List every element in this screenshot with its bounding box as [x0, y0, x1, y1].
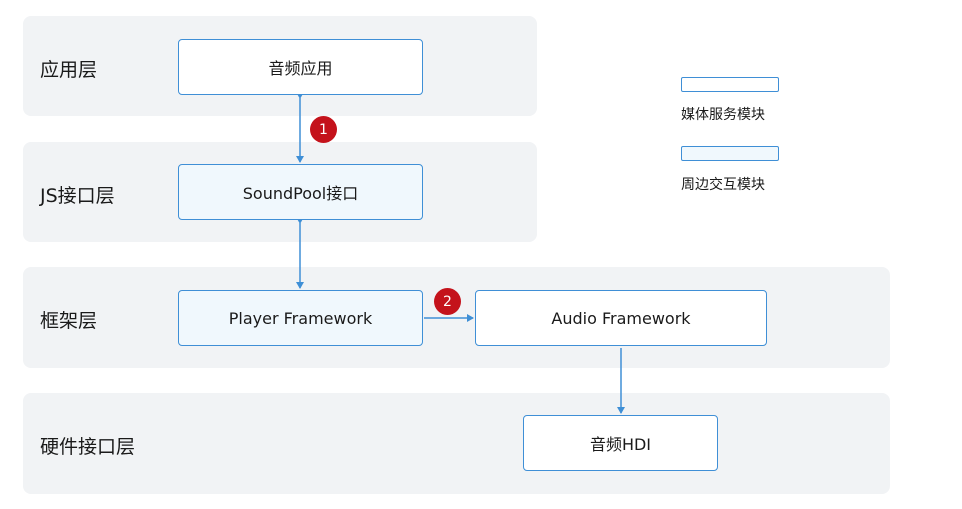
layer-label-js: JS接口层	[40, 185, 115, 207]
layer-label-framework: 框架层	[40, 310, 98, 332]
module-soundpool: SoundPool接口	[178, 164, 423, 220]
module-player-framework: Player Framework	[178, 290, 423, 346]
legend-swatch-media-service	[681, 77, 779, 92]
legend-label-media-service: 媒体服务模块	[681, 107, 765, 123]
layer-label-hardware: 硬件接口层	[40, 436, 136, 458]
step-badge-2: 2	[434, 288, 461, 315]
layer-hardware	[23, 393, 890, 494]
module-audio-framework: Audio Framework	[475, 290, 767, 346]
layer-label-app: 应用层	[40, 59, 98, 81]
legend-swatch-peripheral	[681, 146, 779, 161]
step-badge-1: 1	[310, 116, 337, 143]
legend-label-peripheral: 周边交互模块	[681, 177, 765, 193]
module-audio-hdi: 音频HDI	[523, 415, 718, 471]
module-audio-app: 音频应用	[178, 39, 423, 95]
